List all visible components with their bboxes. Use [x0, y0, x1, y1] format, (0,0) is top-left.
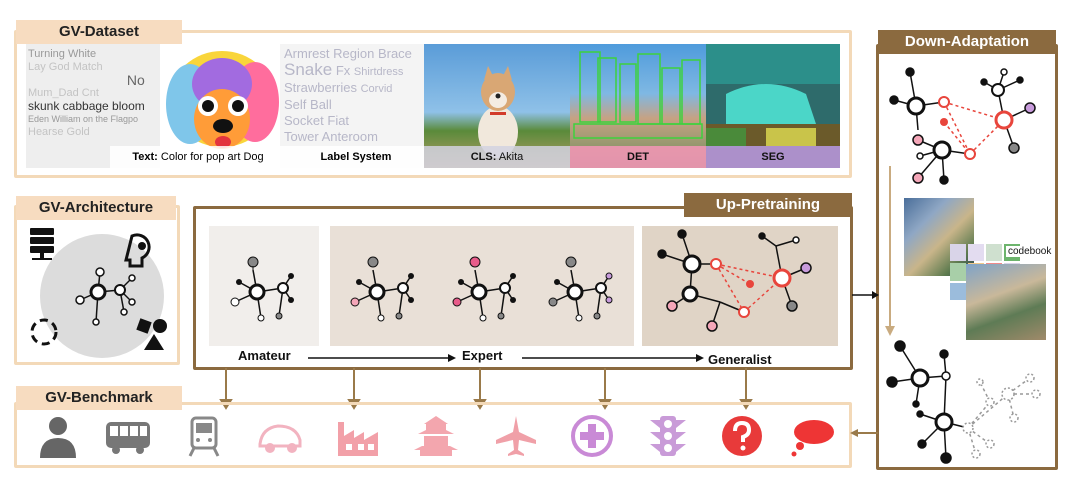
progression-arrows [308, 354, 704, 362]
cls-caption-value: Akita [498, 151, 524, 163]
benchmark-panel [14, 402, 852, 468]
cloud-word: Armrest [284, 46, 330, 61]
cycle-arrows-icon [30, 318, 58, 346]
airplane-icon [496, 416, 536, 456]
cloud-word: Brace [377, 46, 412, 61]
architecture-title: GV-Architecture [16, 196, 176, 220]
amateur-stage-box [209, 226, 319, 346]
train-icon [188, 416, 220, 457]
cloud-word: Strawberries [284, 80, 357, 95]
expert-label: Expert [462, 348, 503, 363]
shapes-icon [136, 318, 167, 350]
image-collage-top [904, 198, 974, 276]
factory-icon [338, 422, 378, 456]
medical-cross-icon [571, 415, 613, 457]
image-collage-bottom [966, 264, 1046, 340]
seg-caption: SEG [706, 146, 840, 168]
pretraining-graphs [230, 229, 812, 332]
cloud-word: Socket [284, 113, 324, 128]
person-icon [40, 417, 76, 458]
cloud-word: Fx [335, 63, 351, 78]
pretraining-to-adaptation-arrow [852, 291, 879, 299]
cloud-word: Eden William on the Flagpo [28, 114, 139, 124]
text-caption: Text: Color for pop art Dog [110, 146, 286, 168]
detection-image: DET [570, 44, 706, 168]
cls-caption-prefix: CLS: [470, 151, 497, 163]
label-system-caption: Label System [286, 146, 426, 168]
generalist-stage-box [642, 226, 838, 346]
cloud-word: No [126, 72, 145, 88]
cloud-word: Ball [310, 97, 332, 112]
pretraining-panel [193, 206, 853, 370]
cloud-word: Turning White [28, 48, 97, 60]
akita-image: CLS: Akita [424, 44, 570, 168]
cloud-word: Fiat [327, 113, 350, 128]
car-icon [258, 424, 302, 453]
adaptation-to-benchmark-arrow [850, 429, 878, 437]
bus-icon [106, 422, 150, 454]
segmentation-image: SEG [706, 44, 840, 168]
pagoda-icon [414, 416, 458, 456]
codebook-label: codebook [1006, 246, 1054, 257]
generalist-label: Generalist [708, 352, 772, 367]
architecture-diagram [30, 228, 167, 358]
pretraining-title: Up-Pretraining [684, 193, 852, 217]
amateur-label: Amateur [238, 348, 291, 363]
cloud-word: Snake [284, 60, 333, 79]
benchmark-title: GV-Benchmark [16, 386, 182, 410]
cloud-word: Self [284, 97, 307, 112]
cloud-word: Shirtdress [353, 66, 404, 78]
det-caption: DET [570, 146, 706, 168]
dataset-title: GV-Dataset [16, 20, 182, 44]
adaptation-graph-bottom [886, 340, 1041, 464]
text-caption-value: Color for pop art Dog [160, 151, 264, 163]
cloud-word: Tower [284, 129, 319, 144]
adaptation-arrow [885, 166, 895, 336]
cloud-word: Region [333, 46, 375, 61]
question-icon [722, 416, 762, 456]
dataset-panel [14, 30, 852, 178]
adaptation-graph-top [889, 67, 1036, 185]
server-icon [30, 228, 54, 260]
adaptation-title: Down-Adaptation [878, 30, 1056, 54]
cloud-word: skunk cabbage bloom [28, 99, 145, 113]
cloud-word: Anteroom [321, 129, 378, 144]
traffic-light-icon [650, 416, 686, 456]
cloud-word: Corvid [360, 83, 393, 95]
head-lightbulb-icon [124, 233, 151, 268]
thought-cloud-icon [791, 420, 834, 457]
text-caption-prefix: Text: [132, 151, 158, 163]
